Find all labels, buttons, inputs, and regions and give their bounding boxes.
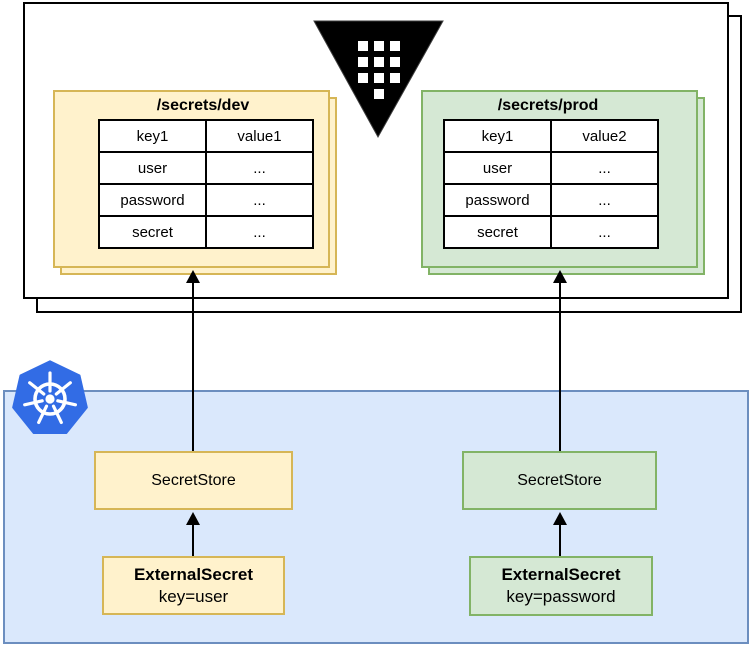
secretstore-dev-label: SecretStore xyxy=(151,471,236,489)
externalsecret-prod-key: key=password xyxy=(506,587,616,606)
table-row: user ... xyxy=(98,151,314,185)
table-row: password ... xyxy=(443,183,659,217)
table-row: password ... xyxy=(98,183,314,217)
table-cell: ... xyxy=(550,183,659,217)
table-cell: ... xyxy=(550,151,659,185)
secretstore-dev-node: SecretStore xyxy=(94,451,293,510)
secrets-dev-table: key1 value1 user ... password ... secret… xyxy=(98,119,314,249)
secretstore-prod-label: SecretStore xyxy=(517,471,602,489)
vault-logo-icon xyxy=(310,18,446,140)
table-cell: user xyxy=(98,151,207,185)
externalsecret-dev-key: key=user xyxy=(158,586,229,606)
table-cell: secret xyxy=(98,215,207,249)
table-cell: ... xyxy=(550,215,659,249)
table-cell: password xyxy=(443,183,552,217)
table-row: key1 value2 xyxy=(443,119,659,153)
table-cell: value1 xyxy=(205,119,314,153)
table-cell: ... xyxy=(205,215,314,249)
arrow-head-secretstore-dev-to-vault xyxy=(186,270,200,283)
table-cell: ... xyxy=(205,183,314,217)
arrow-head-externalsecret-dev-to-store xyxy=(186,512,200,525)
arrow-line-secretstore-prod-to-vault xyxy=(559,281,561,451)
table-row: key1 value1 xyxy=(98,119,314,153)
table-cell: password xyxy=(98,183,207,217)
kubernetes-logo-icon xyxy=(12,359,88,439)
table-row: user ... xyxy=(443,151,659,185)
table-cell: key1 xyxy=(98,119,207,153)
table-row: secret ... xyxy=(443,215,659,249)
arrow-line-externalsecret-dev-to-store xyxy=(192,523,194,556)
table-cell: ... xyxy=(205,151,314,185)
table-cell: secret xyxy=(443,215,552,249)
table-cell: key1 xyxy=(443,119,552,153)
secrets-dev-title: /secrets/dev xyxy=(156,97,250,114)
arrow-head-externalsecret-prod-to-store xyxy=(553,512,567,525)
arrow-line-externalsecret-prod-to-store xyxy=(559,523,561,556)
secretstore-prod-node: SecretStore xyxy=(462,451,657,510)
externalsecret-dev-node: ExternalSecret key=user xyxy=(102,556,285,615)
table-cell: value2 xyxy=(550,119,659,153)
table-cell: user xyxy=(443,151,552,185)
arrow-head-secretstore-prod-to-vault xyxy=(553,270,567,283)
secrets-prod-table: key1 value2 user ... password ... secret… xyxy=(443,119,659,249)
arrow-line-secretstore-dev-to-vault xyxy=(192,281,194,451)
externalsecret-prod-node: ExternalSecret key=password xyxy=(469,556,653,616)
secrets-prod-title: /secrets/prod xyxy=(497,97,599,114)
externalsecret-prod-title: ExternalSecret xyxy=(501,565,621,584)
table-row: secret ... xyxy=(98,215,314,249)
externalsecret-dev-title: ExternalSecret xyxy=(133,564,254,584)
